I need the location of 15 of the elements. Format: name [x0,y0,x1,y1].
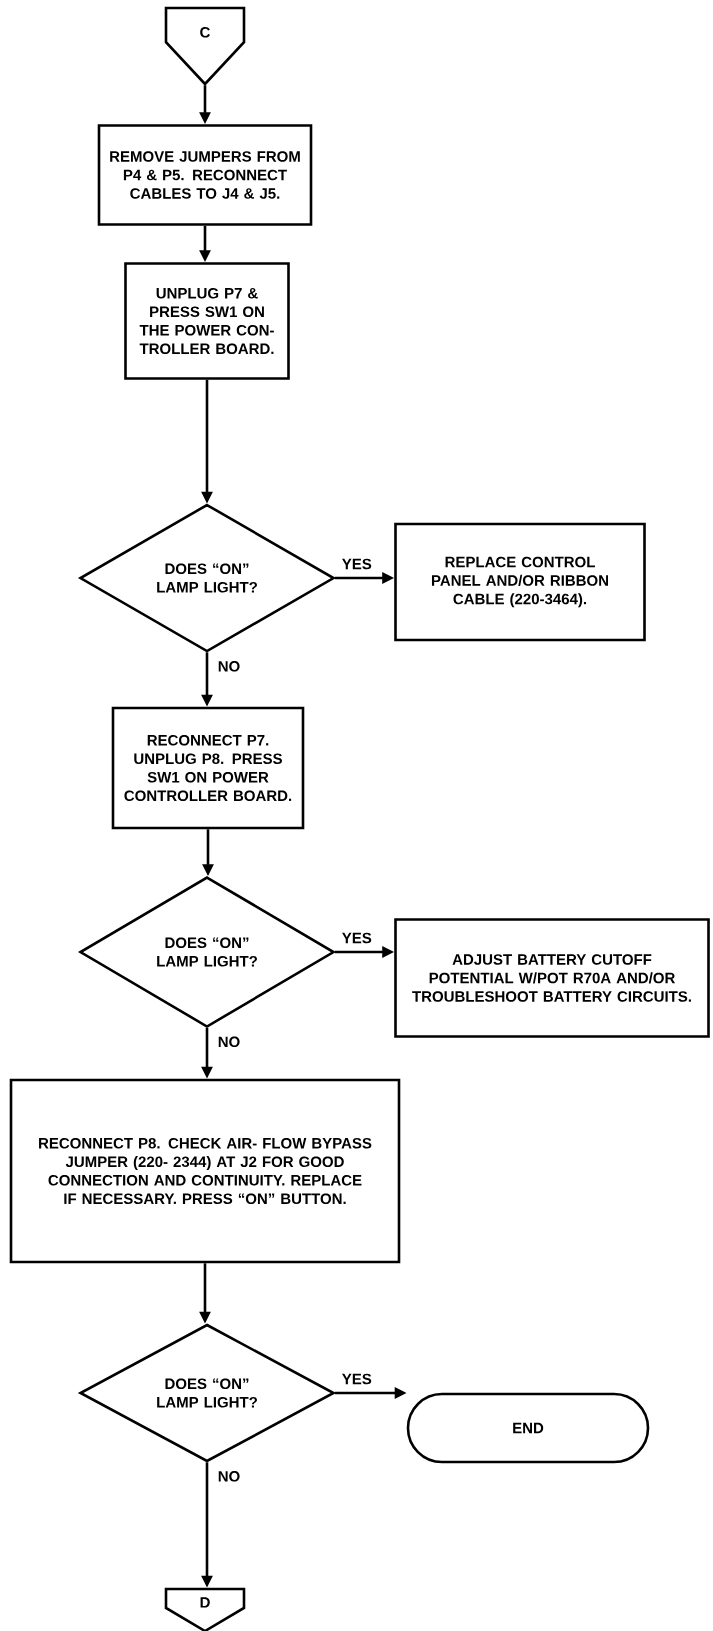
off-page-connector: C [164,6,246,86]
process-box: RECONNECT P8. CHECK AIR- FLOW BYPASS JUMPER (220- 2344) AT J2 FOR GOOD CONNECTION AND CONTINUITY. REPLACE IF NECESSARY. PRESS “ON” BUTTON. [9,1078,401,1264]
process-box: ADJUST BATTERY CUTOFF POTENTIAL W/POT R70A AND/OR TROUBLESHOOT BATTERY CIRCUITS. [394,918,710,1038]
off-page-connector: D [164,1587,246,1631]
edge-label: YES [340,557,373,571]
process-box: UNPLUG P7 & PRESS SW1 ON THE POWER CON- TROLLER BOARD. [124,262,290,380]
terminal-box: END [406,1392,650,1464]
edge-label: YES [340,931,373,945]
edge-label: NO [216,1035,242,1049]
process-box: REPLACE CONTROL PANEL AND/OR RIBBON CABLE (220-3464). [394,522,646,642]
process-box: REMOVE JUMPERS FROM P4 & P5. RECONNECT CABLES TO J4 & J5. [97,124,313,226]
edge-label: NO [216,1470,242,1483]
process-box: RECONNECT P7. UNPLUG P8. PRESS SW1 ON POWER CONTROLLER BOARD. [111,706,305,830]
edge-label: NO [216,660,242,673]
edge-label: YES [340,1372,373,1386]
